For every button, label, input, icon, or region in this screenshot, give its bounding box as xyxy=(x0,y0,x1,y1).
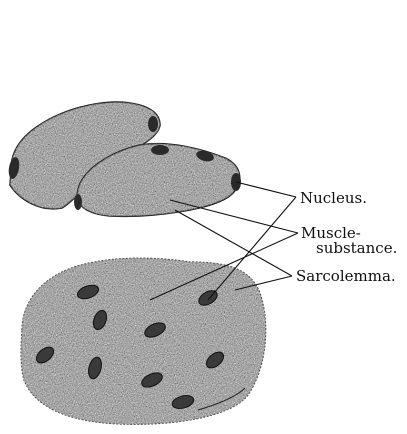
label-nucleus: Nucleus. xyxy=(300,190,367,206)
label-muscle-substance-line2: substance. xyxy=(316,240,397,256)
nucleus-shape xyxy=(148,116,158,132)
nucleus-shape xyxy=(151,145,169,155)
nucleus-shape xyxy=(74,194,82,210)
label-sarcolemma: Sarcolemma. xyxy=(296,268,396,284)
fiber-cross-section xyxy=(15,250,275,430)
nucleus-leader-1 xyxy=(236,182,296,197)
